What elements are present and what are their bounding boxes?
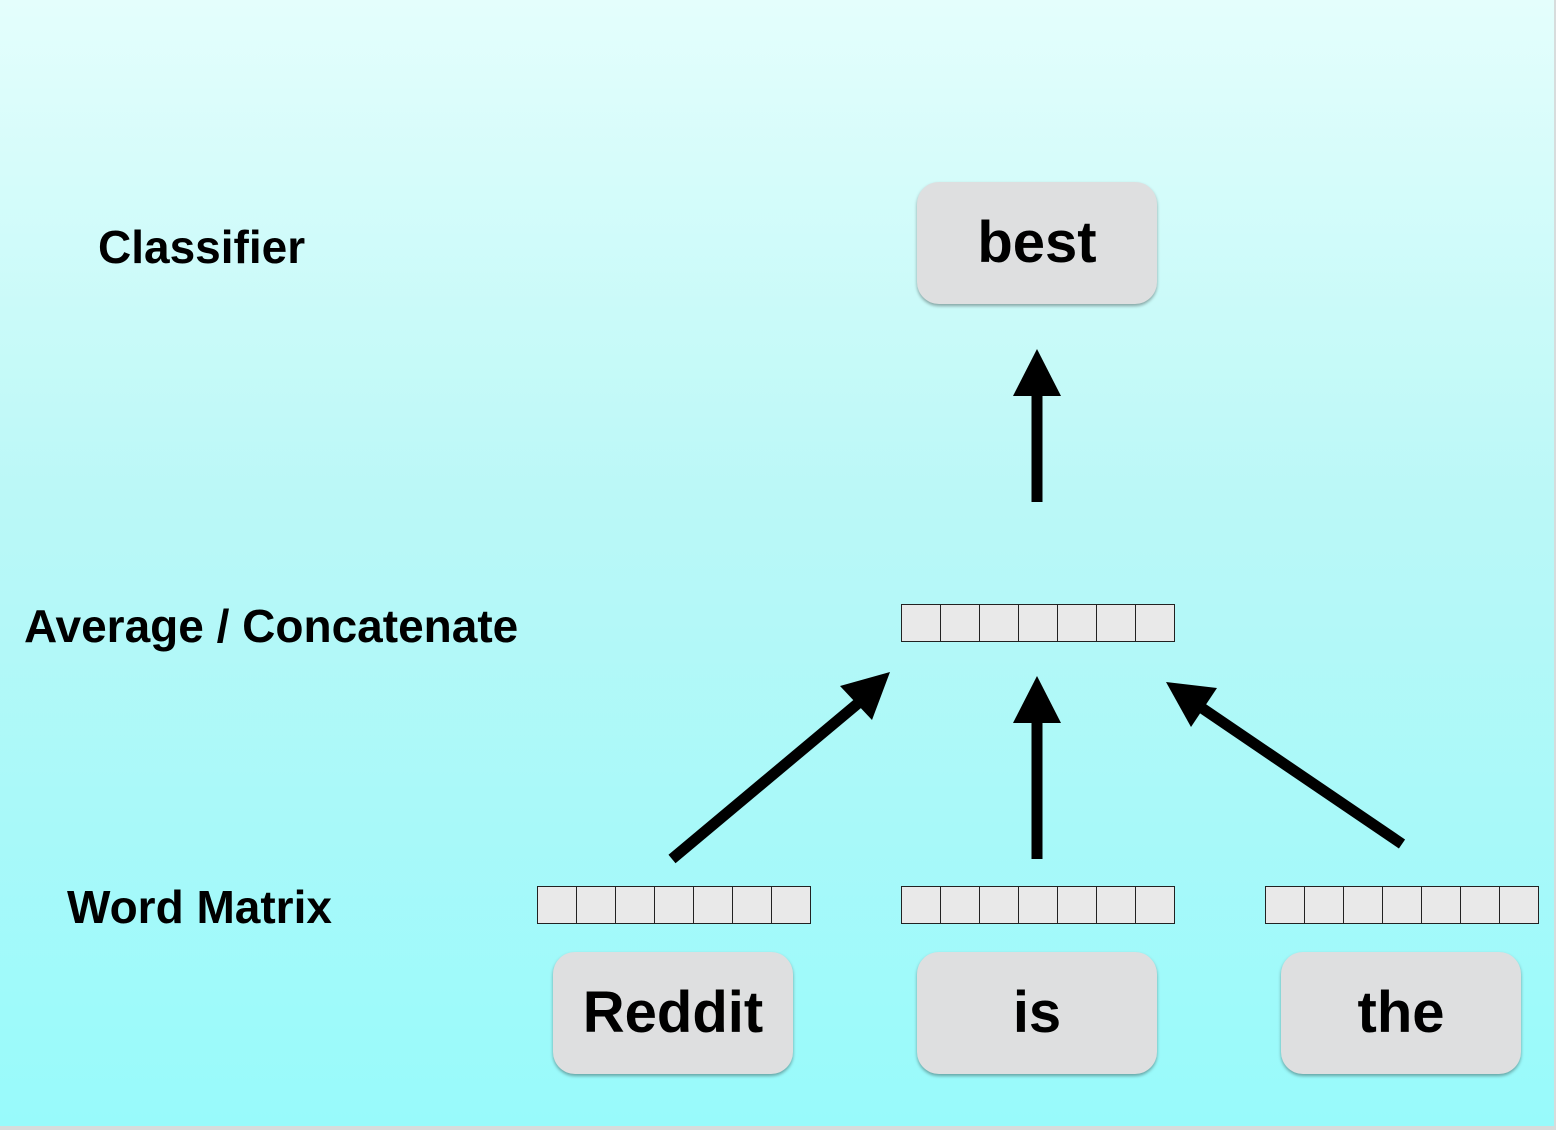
vector-cell [1461,887,1500,923]
vector-cell [1097,887,1136,923]
classifier-label: Classifier [98,221,306,273]
vector-cell [1422,887,1461,923]
vector-cell [538,887,577,923]
word-vector-is [901,886,1175,924]
vector-cell [772,887,810,923]
average-concatenate-label: Average / Concatenate [24,600,519,652]
vector-cell [1500,887,1538,923]
vector-cell [577,887,616,923]
vector-cell [902,605,941,641]
vector-cell [1266,887,1305,923]
vector-cell [980,887,1019,923]
vector-cell [1136,887,1174,923]
arrow-from-is [1013,676,1061,859]
aggregate-vector [901,604,1175,642]
vector-cell [1305,887,1344,923]
vector-cell [655,887,694,923]
word-vector-reddit [537,886,811,924]
output-word-box: best [917,182,1157,304]
vector-cell [733,887,772,923]
input-word-box-is: is [917,952,1157,1074]
vector-cell [902,887,941,923]
vector-cell [694,887,733,923]
input-word-box-the: the [1281,952,1521,1074]
word-matrix-label: Word Matrix [67,881,332,933]
vector-cell [1019,887,1058,923]
input-word-box-reddit: Reddit [553,952,793,1074]
word-vector-the [1265,886,1539,924]
vector-cell [1097,605,1136,641]
vector-cell [616,887,655,923]
vector-cell [941,887,980,923]
vector-cell [1019,605,1058,641]
vector-cell [1058,887,1097,923]
vector-cell [1058,605,1097,641]
vector-cell [1344,887,1383,923]
vector-cell [941,605,980,641]
arrow-to-classifier [1013,349,1061,502]
arrow-from-the [1166,682,1406,849]
vector-cell [1136,605,1174,641]
vector-cell [1383,887,1422,923]
arrow-from-reddit [668,672,890,864]
vector-cell [980,605,1019,641]
